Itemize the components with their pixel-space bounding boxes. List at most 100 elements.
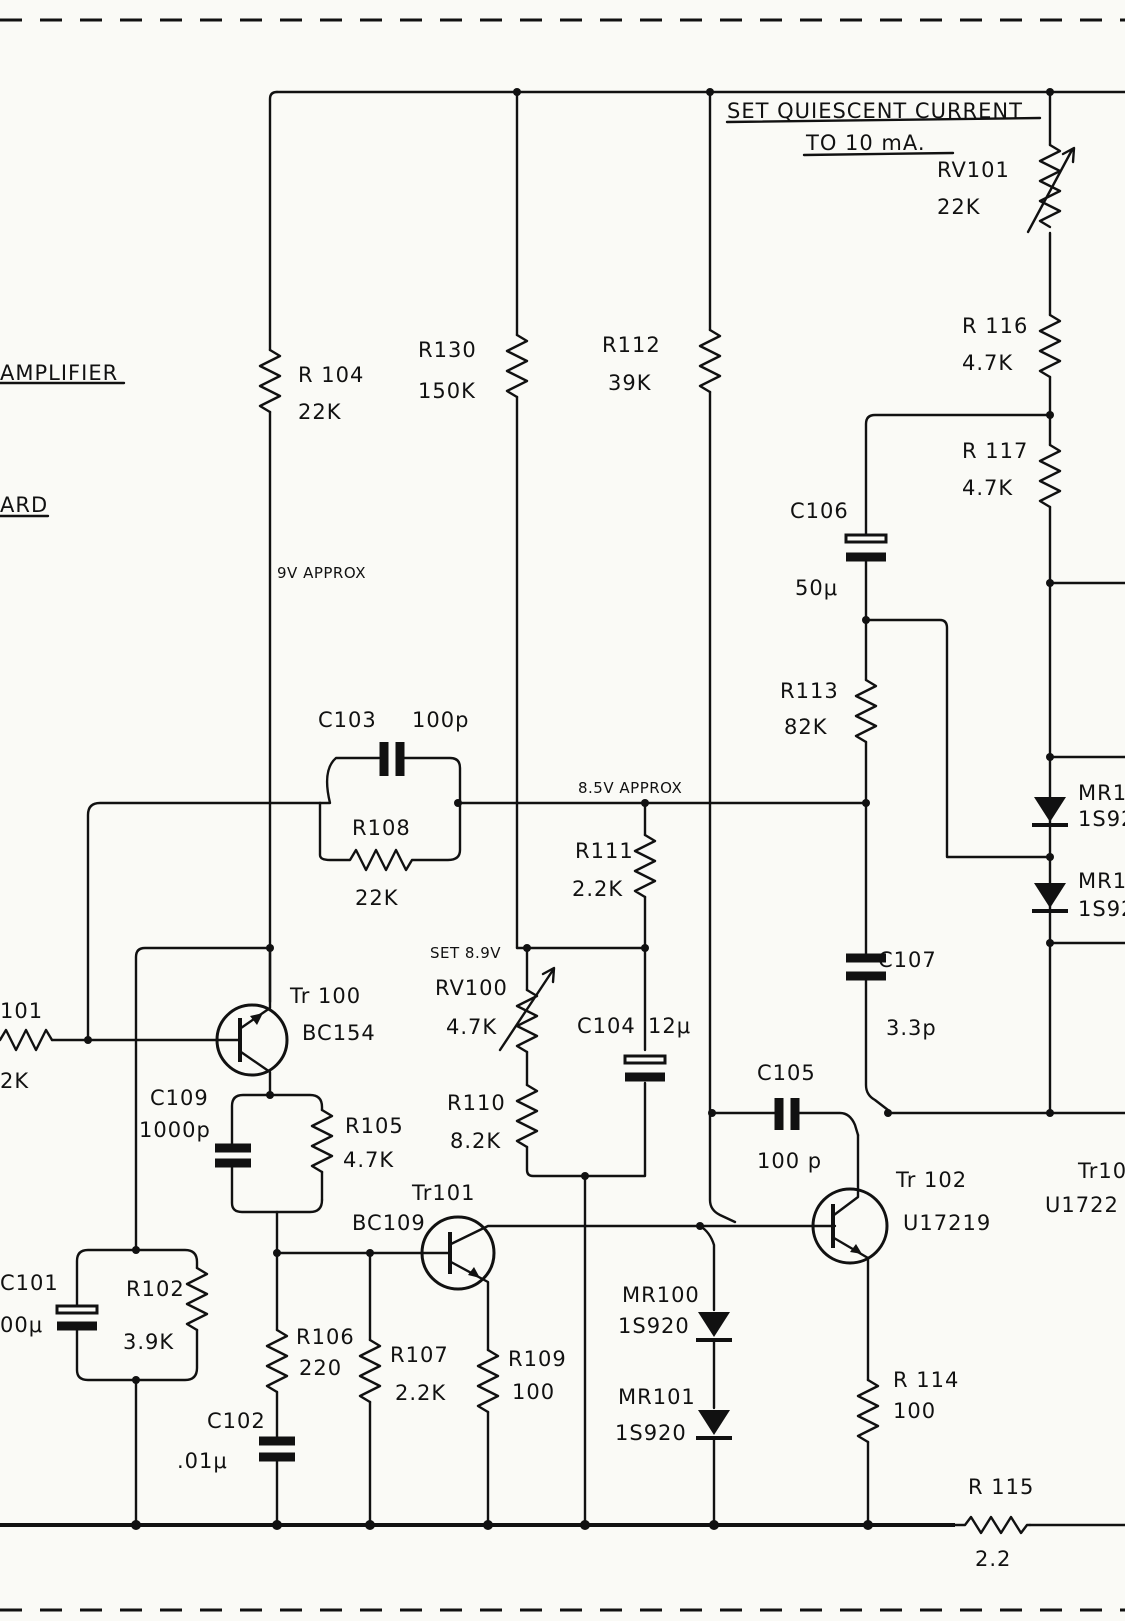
- note-underline-2: [802, 151, 955, 157]
- r130-value: 150K: [418, 379, 476, 403]
- r108-ref: R108: [352, 816, 411, 840]
- r101-resistor: [0, 1028, 220, 1052]
- c106-value: 50μ: [795, 576, 838, 600]
- tr101-transistor: [275, 1215, 837, 1352]
- rv101-value: 22K: [937, 195, 981, 219]
- c101-ref: C101: [0, 1271, 59, 1295]
- tr102-value: U17219: [903, 1211, 991, 1235]
- r109-value: 100: [512, 1380, 555, 1404]
- voltage-8v5-label: 8.5V APPROX: [578, 779, 682, 797]
- r130-ref: R130: [418, 338, 477, 362]
- r115-value: 2.2: [975, 1547, 1011, 1571]
- note-line-1: SET QUIESCENT CURRENT: [727, 99, 1023, 123]
- r116-value: 4.7K: [962, 351, 1013, 375]
- tr100-value: BC154: [302, 1021, 376, 1045]
- mr101-ref: MR101: [618, 1385, 696, 1409]
- set-voltage-label: SET 8.9V: [430, 944, 501, 962]
- c104-value: 12μ: [648, 1014, 691, 1038]
- r111-resistor: [515, 833, 657, 1052]
- note-line-2: TO 10 mA.: [805, 131, 926, 155]
- rv101-ref: RV101: [937, 158, 1010, 182]
- r101-ref: 101: [0, 999, 43, 1023]
- r107-resistor: [358, 1338, 382, 1527]
- tr101-value: BC109: [352, 1211, 426, 1235]
- c102-ref: C102: [207, 1409, 266, 1433]
- mr102-value: 1S92: [1078, 807, 1125, 831]
- mr102-ref: MR1: [1078, 781, 1125, 805]
- mr103-ref: MR1: [1078, 869, 1125, 893]
- tr102-ref: Tr 102: [895, 1168, 967, 1192]
- net-8v5: [456, 801, 868, 837]
- r104-ref: R 104: [298, 363, 364, 387]
- r115-ref: R 115: [968, 1475, 1034, 1499]
- r102-ref: R102: [126, 1277, 185, 1301]
- c107-value: 3.3p: [886, 1016, 937, 1040]
- r130-resistor: [505, 90, 529, 950]
- r109-ref: R109: [508, 1347, 567, 1371]
- r110-value: 8.2K: [450, 1129, 501, 1153]
- c101-value: 00μ: [0, 1313, 43, 1337]
- rv100-value: 4.7K: [446, 1015, 497, 1039]
- r105-value: 4.7K: [343, 1148, 394, 1172]
- r111-ref: R111: [575, 839, 634, 863]
- title-amplifier: AMPLIFIER: [0, 361, 118, 385]
- c103-value: 100p: [412, 708, 469, 732]
- r113-resistor: [854, 678, 878, 957]
- r108-resistor: [86, 801, 462, 1042]
- tr100-ref: Tr 100: [289, 984, 361, 1008]
- r106-ref: R106: [296, 1325, 355, 1349]
- r114-resistor: [856, 1378, 880, 1527]
- r104-resistor: [258, 348, 282, 1004]
- r102-resistor: [134, 1248, 209, 1527]
- r112-resistor: [698, 90, 777, 1224]
- c104-ref: C104: [577, 1014, 636, 1038]
- r104-value: 22K: [298, 400, 342, 424]
- c107-ref: C107: [878, 948, 937, 972]
- c105-value: 100 p: [757, 1149, 822, 1173]
- r114-ref: R 114: [893, 1368, 959, 1392]
- r111-value: 2.2K: [572, 877, 623, 901]
- r106-value: 220: [299, 1356, 342, 1380]
- tr102-transistor: [811, 1133, 889, 1382]
- r106-resistor: [265, 1328, 289, 1440]
- c103-capacitor: [318, 742, 462, 805]
- mr100-value: 1S920: [618, 1314, 690, 1338]
- mr103-value: 1S92: [1078, 897, 1125, 921]
- r117-resistor: [1038, 443, 1125, 1112]
- c109-value: 1000p: [139, 1118, 211, 1142]
- c106-capacitor: [844, 413, 1052, 859]
- r101-value: 2K: [0, 1069, 29, 1093]
- mr100-diode: [696, 1224, 732, 1410]
- r116-ref: R 116: [962, 314, 1028, 338]
- r114-value: 100: [893, 1399, 936, 1423]
- c106-ref: C106: [790, 499, 849, 523]
- note-underline-1: [725, 116, 1042, 124]
- c105-ref: C105: [757, 1061, 816, 1085]
- r107-ref: R107: [390, 1343, 449, 1367]
- top-supply-rail: [268, 90, 1125, 352]
- c102-capacitor: [259, 1436, 295, 1527]
- r112-ref: R112: [602, 333, 661, 357]
- r105-ref: R105: [345, 1114, 404, 1138]
- c105-capacitor: [774, 1098, 1125, 1137]
- rv100-preset: [498, 946, 556, 1054]
- mr102-diode: [1032, 797, 1068, 827]
- c103-ref: C103: [318, 708, 377, 732]
- r112-value: 39K: [608, 371, 652, 395]
- tr103-ref: Tr10: [1077, 1159, 1125, 1183]
- c109-capacitor: [215, 1093, 324, 1214]
- mr100-ref: MR100: [622, 1283, 700, 1307]
- c102-value: .01μ: [177, 1449, 228, 1473]
- r109-resistor: [476, 1348, 500, 1527]
- c109-ref: C109: [150, 1086, 209, 1110]
- r110-ref: R110: [447, 1091, 506, 1115]
- r115-resistor: [953, 1515, 1032, 1535]
- r116-resistor: [1038, 313, 1062, 447]
- r102-value: 3.9K: [123, 1330, 174, 1354]
- r117-ref: R 117: [962, 439, 1028, 463]
- junction-dots: [84, 88, 1054, 1530]
- r113-value: 82K: [784, 715, 828, 739]
- r113-ref: R113: [780, 679, 839, 703]
- c107-capacitor: [846, 953, 890, 1112]
